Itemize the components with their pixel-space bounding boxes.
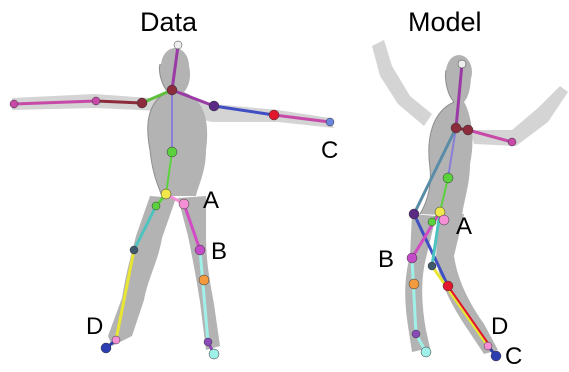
model-body-silhouette: [372, 40, 568, 354]
model-label-c: C: [505, 343, 522, 370]
model-joint-spine: [443, 173, 453, 183]
model-panel: Model: [372, 7, 568, 370]
data-joint-right-hip: [179, 199, 189, 209]
data-joint-right-ankle: [204, 338, 212, 346]
model-joint-right-ankle: [484, 342, 492, 350]
data-joint-left-elbow: [92, 97, 100, 105]
model-joint-left-ankle: [412, 330, 420, 338]
model-joint-left-foot: [421, 347, 431, 357]
data-joint-left-knee: [130, 246, 138, 254]
data-joint-right-knee: [195, 245, 205, 255]
data-joint-right-shoulder: [209, 101, 219, 111]
data-joint-pelvis: [161, 189, 171, 199]
model-bone-right-shin-2: [448, 286, 490, 346]
data-label-d: D: [86, 313, 103, 340]
data-joint-left-hand: [10, 100, 18, 108]
model-joint-hip-green: [428, 218, 436, 226]
data-panel-title: Data: [140, 7, 198, 37]
model-label-d: D: [491, 313, 508, 340]
model-joint-left-hip-purple: [409, 209, 419, 219]
data-joint-head: [174, 41, 182, 49]
model-label-a: A: [456, 213, 472, 240]
model-joint-right-knee: [428, 262, 436, 270]
model-joint-right-hand: [508, 138, 516, 146]
data-joint-left-ankle: [112, 336, 120, 344]
data-joint-right-knee-lower: [199, 275, 209, 285]
data-joint-right-foot: [209, 349, 219, 359]
data-joint-left-foot: [101, 343, 111, 353]
model-joint-cross-red: [443, 281, 453, 291]
data-joint-left-hip: [152, 202, 160, 210]
data-label-a: A: [203, 187, 219, 214]
model-joint-head: [458, 60, 466, 68]
data-bone-left-upper-arm: [96, 101, 142, 103]
model-bone-right-shin: [432, 266, 488, 346]
data-label-c: C: [321, 137, 338, 164]
data-joint-left-shoulder: [137, 98, 147, 108]
model-joint-right-foot: [491, 351, 501, 361]
model-joint-hip-pink: [439, 215, 449, 225]
data-joint-right-hand: [326, 118, 334, 126]
model-joint-right-shoulder: [463, 125, 473, 135]
model-joint-left-knee: [407, 253, 417, 263]
data-joint-spine: [167, 147, 177, 157]
data-panel: Data: [10, 7, 338, 359]
data-joint-right-elbow: [269, 110, 279, 120]
model-panel-title: Model: [408, 7, 482, 37]
data-joint-neck: [167, 85, 177, 95]
data-label-b: B: [211, 238, 227, 265]
model-joint-left-knee-lower: [409, 279, 419, 289]
model-joint-neck: [451, 123, 461, 133]
model-label-b: B: [378, 246, 394, 273]
